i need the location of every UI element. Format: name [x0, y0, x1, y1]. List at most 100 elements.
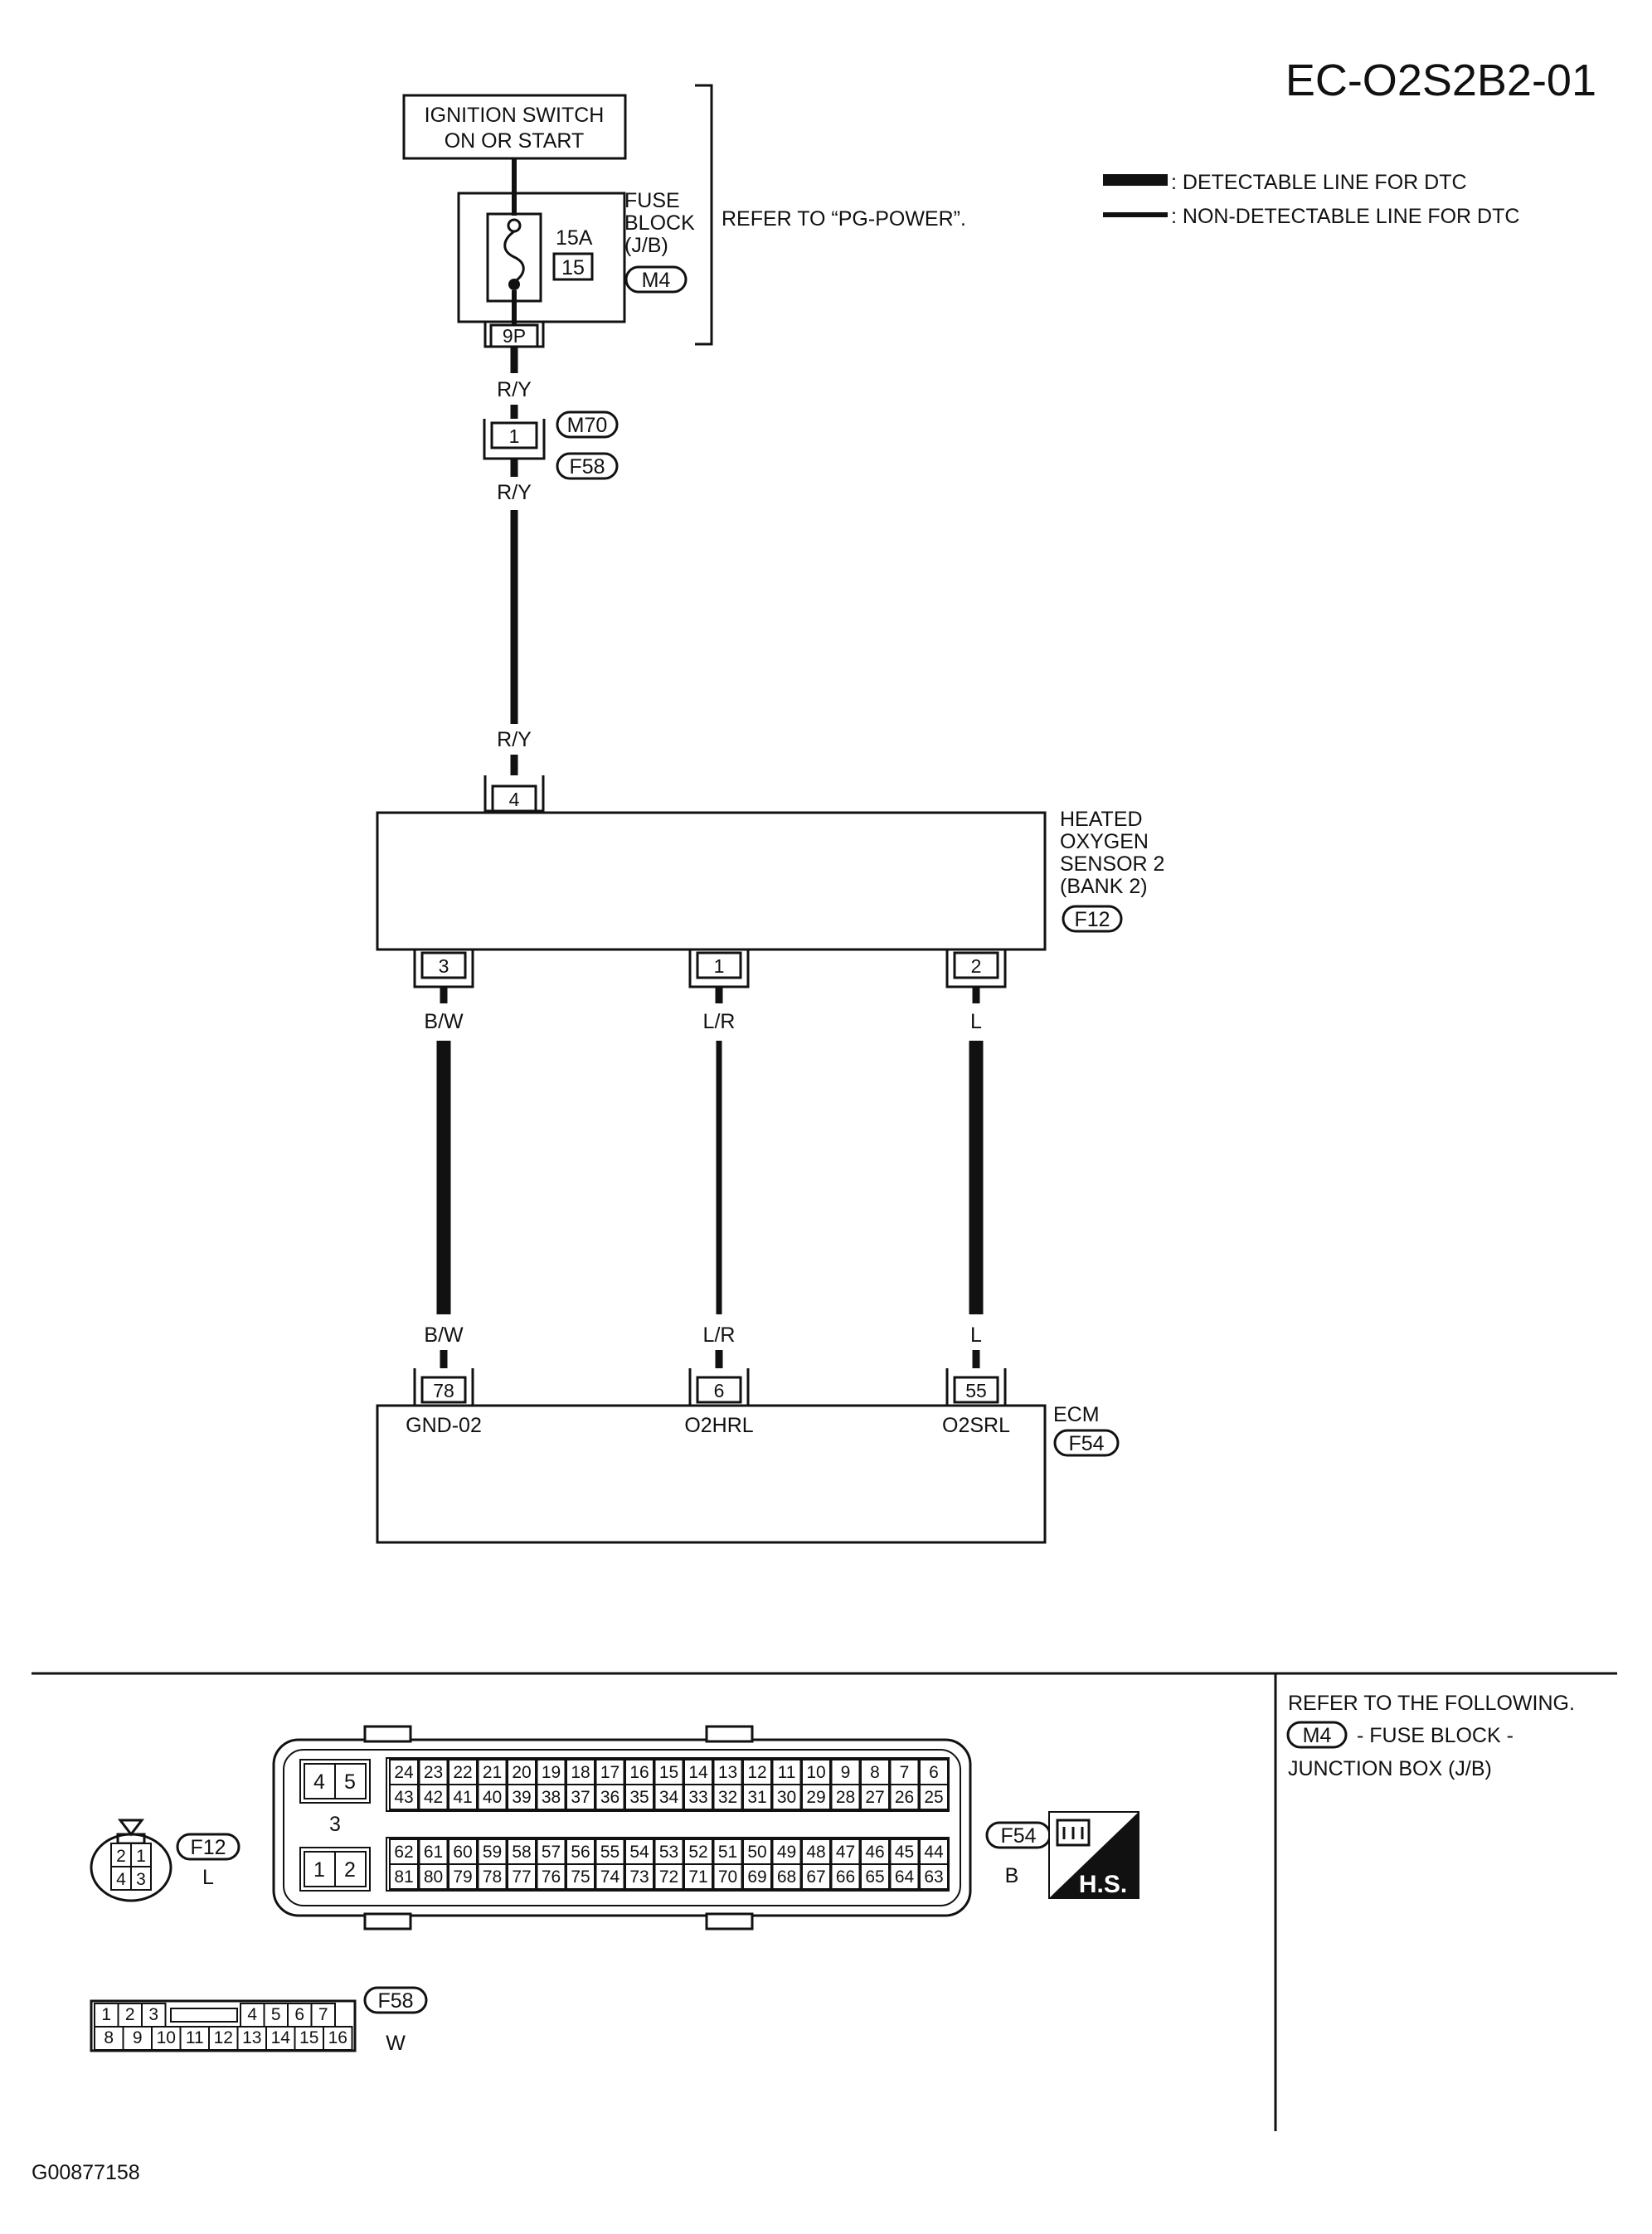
fuse-amps: 15A: [556, 226, 593, 250]
f54-pin: 25: [924, 1788, 943, 1807]
f54-pin: 60: [453, 1843, 472, 1862]
f54-pin: 45: [895, 1843, 914, 1862]
refer-panel-line2: - FUSE BLOCK -: [1357, 1724, 1514, 1747]
f54-pin: 66: [836, 1867, 855, 1887]
f54-pin: 22: [453, 1763, 472, 1782]
f58-pin-cell: [294, 2026, 324, 2051]
f12-connector-face: 2 1 4 3 F12 L: [90, 1819, 241, 1902]
ecm-pin-55-box: [953, 1376, 999, 1404]
legend-thin-swatch: [1103, 212, 1168, 217]
f54-pin: 14: [688, 1763, 708, 1782]
f54-pin: 81: [394, 1867, 413, 1887]
f58-pin: 4: [247, 2005, 257, 2024]
sensor-pin-2: 2: [971, 955, 982, 977]
f54-pin-cell: [742, 1784, 772, 1810]
f54-pin-cell: [566, 1759, 595, 1785]
fuse-label-1: FUSE: [624, 189, 680, 212]
f54-pin: 39: [512, 1788, 531, 1807]
f54-pin-cell: [771, 1759, 802, 1785]
sensor-pin-4: 4: [509, 789, 520, 810]
f54-big-pin-label: 1: [313, 1858, 325, 1882]
f58-pin-cell: [240, 2003, 265, 2028]
f54-pin: 36: [600, 1788, 620, 1807]
legend-thick-swatch: [1103, 174, 1168, 186]
f54-pin: 19: [542, 1763, 561, 1782]
f54-big-pin-label: 4: [313, 1770, 325, 1794]
f58-face-color: W: [386, 2032, 406, 2055]
f54-pin: 62: [394, 1843, 413, 1862]
f58-pin-cell: [310, 2003, 336, 2028]
connector-f54-label: F54: [1068, 1432, 1104, 1455]
ecm-signal-o2hrl: O2HRL: [684, 1414, 753, 1437]
f54-pin: 78: [483, 1867, 502, 1887]
f58-pin: 3: [148, 2005, 158, 2024]
connector-m4-label: M4: [642, 269, 671, 292]
f54-pin: 76: [542, 1867, 561, 1887]
f54-pin-cell: [830, 1784, 861, 1810]
sensor-label-2: OXYGEN: [1060, 830, 1149, 853]
fuse-block: 15A 15 FUSE BLOCK (J/B) M4 9P REFER TO “…: [457, 84, 966, 348]
connector-tag-m70: [556, 410, 619, 439]
f58-pin: 2: [125, 2005, 135, 2024]
f54-pin: 17: [600, 1763, 620, 1782]
f54-big-pin-5: [334, 1763, 367, 1799]
f54-outer-shell: [272, 1738, 972, 1917]
f54-pin: 21: [483, 1763, 502, 1782]
f54-pin: 12: [747, 1763, 766, 1782]
f54-pin-cell: [624, 1784, 654, 1810]
f54-pin: 69: [747, 1867, 766, 1887]
ignition-switch: IGNITION SWITCH ON OR START: [402, 94, 627, 160]
f54-pin: 70: [718, 1867, 737, 1887]
legend-detectable: : DETECTABLE LINE FOR DTC: [1171, 171, 1467, 194]
sensor-pin-4-box: [491, 784, 537, 813]
refer-panel-line1: REFER TO THE FOLLOWING.: [1288, 1692, 1575, 1715]
sensor-pin-1-box: [696, 951, 742, 979]
f54-pin: 68: [777, 1867, 796, 1887]
f54-big-pin-label: 2: [344, 1858, 356, 1882]
ignition-line2: ON OR START: [445, 129, 585, 153]
f54-pin: 52: [688, 1843, 707, 1862]
f54-big-pin-label: 3: [329, 1813, 341, 1836]
f58-pin-cell: [323, 2026, 353, 2051]
f54-pin-cell: [801, 1759, 831, 1785]
f54-pin: 7: [900, 1763, 910, 1782]
f54-pin-cell: [683, 1838, 713, 1865]
fuse-terminal-bottom: [508, 279, 520, 290]
f54-pin-cell: [624, 1863, 654, 1890]
f58-face-tag-label: F58: [377, 1989, 413, 2013]
sensor-bottom-pins: 3 1 2: [413, 949, 1007, 988]
f54-pin: 74: [600, 1867, 620, 1887]
diagram-id: EC-O2S2B2-01: [1285, 56, 1596, 105]
ecm-pins: 78 6 55: [413, 1368, 1007, 1407]
f58-pin: 1: [101, 2005, 111, 2024]
f54-pin: 9: [841, 1763, 851, 1782]
connector-tag-f58: [556, 452, 619, 480]
f54-pin: 27: [865, 1788, 884, 1807]
f54-pin: 48: [806, 1843, 825, 1862]
f54-pin-cell: [860, 1863, 890, 1890]
f54-pin-cell: [389, 1838, 419, 1865]
f54-pin-cell: [389, 1863, 419, 1890]
f54-pin-cell: [830, 1863, 861, 1890]
sensor-box: [376, 811, 1047, 951]
f54-pin-cell: [712, 1784, 743, 1810]
f54-pin-cell: [418, 1759, 449, 1785]
f54-pin-cell: [771, 1784, 802, 1810]
f12-pin: 1: [136, 1847, 146, 1866]
hs-badge-label: H.S.: [1079, 1871, 1127, 1898]
f54-pin-cell: [889, 1863, 920, 1890]
f58-pin: 6: [294, 2005, 304, 2024]
f58-face-tag: [363, 1986, 428, 2014]
f54-pin-cell: [507, 1863, 537, 1890]
f58-key-slot: [170, 2008, 238, 2023]
f54-pin: 35: [629, 1788, 649, 1807]
fuse-label-3: (J/B): [624, 234, 668, 257]
f58-pin: 7: [318, 2005, 328, 2024]
f54-pin: 80: [424, 1867, 443, 1887]
f54-big-pin-1: [304, 1851, 336, 1887]
ecm-signal-o2srl: O2SRL: [942, 1414, 1010, 1437]
wire-label-ry-2: R/Y: [497, 481, 532, 504]
heated-oxygen-sensor: HEATED OXYGEN SENSOR 2 (BANK 2) F12: [376, 808, 1164, 951]
f54-big-pin-2: [334, 1851, 367, 1887]
